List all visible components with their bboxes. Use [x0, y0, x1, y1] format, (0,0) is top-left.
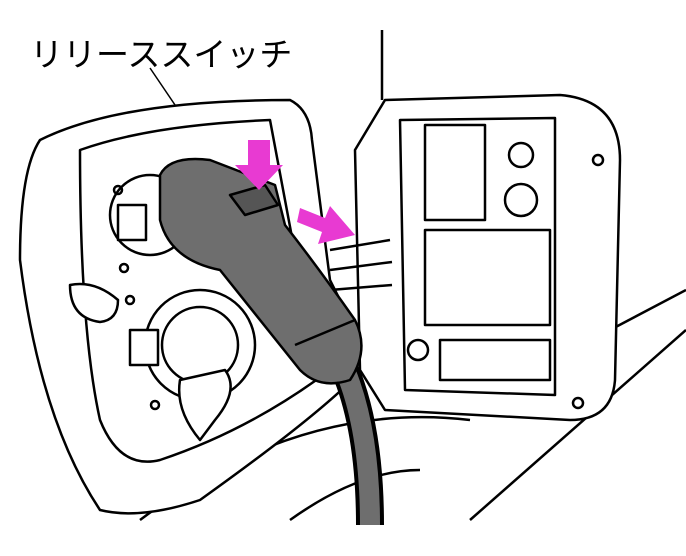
bolt	[118, 262, 130, 274]
push-right-arrow-icon	[297, 206, 355, 244]
lid-bolt	[591, 153, 605, 167]
release-switch	[228, 183, 280, 217]
body-line	[469, 329, 686, 521]
lid-rib	[423, 228, 552, 327]
lid-rib	[423, 123, 487, 222]
lid-hole	[406, 338, 430, 362]
lid-bolt	[571, 396, 585, 410]
port-housing-inner	[78, 118, 332, 463]
bolt	[124, 294, 136, 306]
push-down-arrow-icon	[235, 140, 283, 190]
release-switch-label: リリーススイッチ	[30, 35, 293, 74]
lock-pin	[68, 282, 120, 324]
socket-cap-hinge	[128, 328, 160, 367]
body-line	[609, 288, 686, 332]
bolt	[149, 399, 161, 411]
bolt	[112, 184, 124, 196]
lid-rib	[438, 338, 552, 382]
lid-rib	[398, 116, 557, 397]
socket-cap	[178, 368, 232, 442]
lid-hole	[507, 141, 535, 169]
charging-connector	[158, 157, 363, 385]
lid-hole	[503, 182, 539, 218]
connector-grip-line	[294, 318, 356, 347]
socket-cap-hinge	[116, 203, 148, 242]
charging-lid-door	[353, 93, 622, 422]
lid-hinge	[329, 238, 393, 292]
